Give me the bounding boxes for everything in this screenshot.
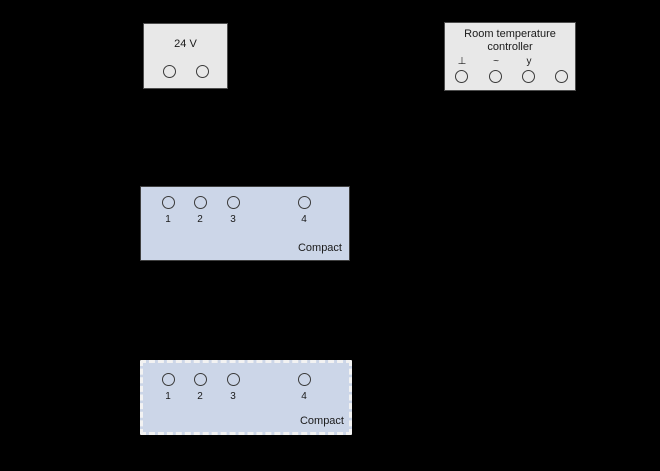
terminal-compact-solid-1[interactable] [162, 196, 175, 209]
terminal-label-compact-dashed-1: 1 [165, 391, 171, 402]
block-power-supply-24v[interactable]: 24 V [143, 23, 228, 89]
terminal-compact-dashed-4[interactable] [298, 373, 311, 386]
terminal-label-compact-solid-2: 2 [197, 214, 203, 225]
terminal-power-supply-1[interactable] [163, 65, 176, 78]
controller-title-line-2: controller [487, 41, 533, 53]
terminal-label-compact-dashed-4: 4 [301, 391, 307, 402]
block-room-temperature-controller[interactable]: Room temperature controller ⊥ ~ y [444, 22, 576, 91]
compact-label-dashed: Compact [299, 415, 344, 427]
power-supply-title: 24 V [174, 38, 197, 50]
terminal-label-compact-solid-1: 1 [165, 214, 171, 225]
terminal-controller-y[interactable] [522, 70, 535, 83]
terminal-controller-ground[interactable] [455, 70, 468, 83]
terminal-compact-dashed-1[interactable] [162, 373, 175, 386]
terminal-label-compact-dashed-2: 2 [197, 391, 203, 402]
terminal-symbol-y: y [526, 56, 532, 67]
terminal-compact-solid-3[interactable] [227, 196, 240, 209]
terminal-compact-dashed-2[interactable] [194, 373, 207, 386]
terminal-label-compact-solid-4: 4 [301, 214, 307, 225]
terminal-compact-dashed-3[interactable] [227, 373, 240, 386]
block-compact-actuator-solid[interactable]: 1 2 3 4 Compact [140, 186, 350, 261]
terminal-label-compact-dashed-3: 3 [230, 391, 236, 402]
terminal-symbol-ac: ~ [493, 56, 499, 67]
terminal-power-supply-2[interactable] [196, 65, 209, 78]
compact-label-solid: Compact [297, 242, 342, 254]
terminal-controller-ac[interactable] [489, 70, 502, 83]
terminal-symbol-ground: ⊥ [457, 56, 467, 67]
terminal-compact-solid-4[interactable] [298, 196, 311, 209]
terminal-label-compact-solid-3: 3 [230, 214, 236, 225]
controller-title-line-1: Room temperature [464, 28, 556, 40]
terminal-controller-4[interactable] [555, 70, 568, 83]
block-compact-actuator-dashed[interactable]: 1 2 3 4 Compact [140, 360, 352, 435]
terminal-compact-solid-2[interactable] [194, 196, 207, 209]
